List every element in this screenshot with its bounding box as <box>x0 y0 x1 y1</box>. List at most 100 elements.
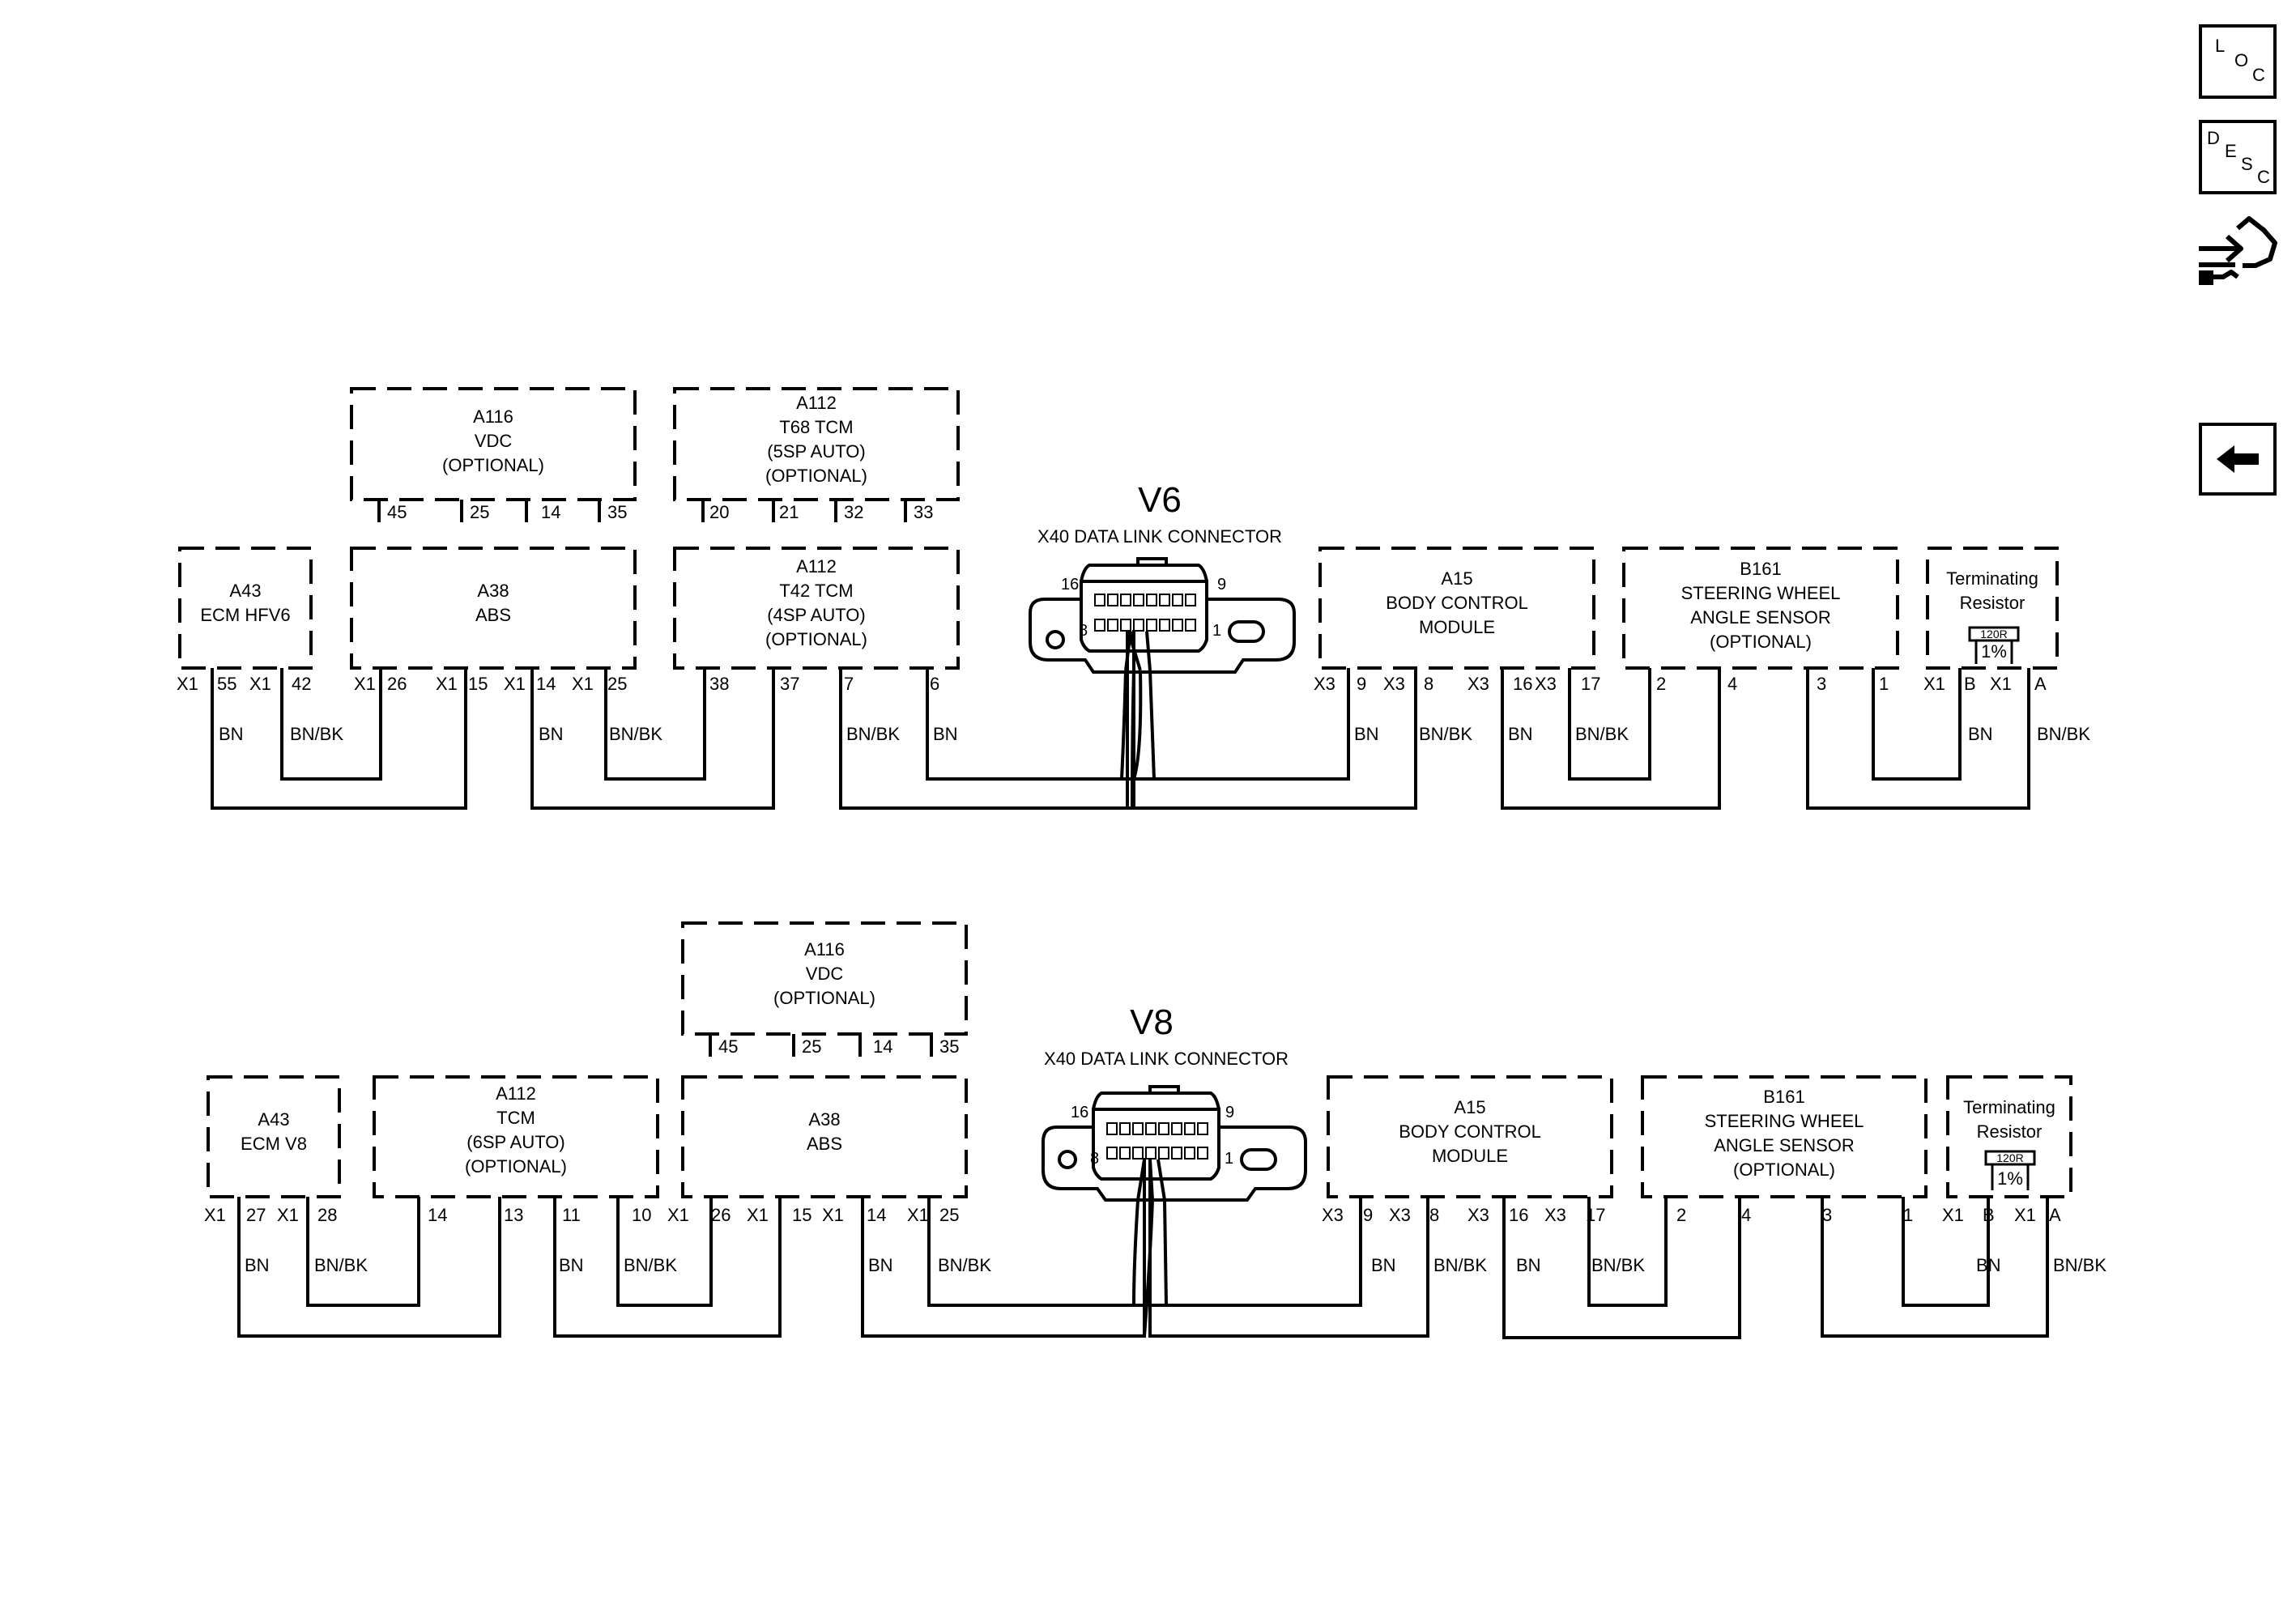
v8-tcm-line2: TCM <box>496 1108 535 1128</box>
v8-a116-pin: 14 <box>873 1036 892 1057</box>
v6-connector-pin-cells <box>1094 594 1196 632</box>
v8-a15-line2: BODY CONTROL <box>1399 1121 1541 1142</box>
v8-pin-label: 4 <box>1741 1205 1751 1225</box>
desc-letter: E <box>2225 141 2237 161</box>
v6-pin-label: X1 <box>177 674 198 694</box>
v6-b161-line4: (OPTIONAL) <box>1710 632 1812 652</box>
v6-pin-label: X1 <box>354 674 376 694</box>
v8-tcm-line4: (OPTIONAL) <box>465 1156 567 1177</box>
v8-a116-line1: A116 <box>804 939 845 960</box>
v6-obd-pin-1: 1 <box>1212 622 1221 640</box>
v6-wire-color-label: BN/BK <box>2037 724 2090 744</box>
v6-pin-label: 38 <box>709 674 729 694</box>
v6-module-boxes <box>178 387 2059 670</box>
v6-t68-line4: (OPTIONAL) <box>765 466 867 486</box>
loc-letter: C <box>2252 65 2265 85</box>
v6-b161-line3: ANGLE SENSOR <box>1690 607 1831 628</box>
v8-wire-color-label: BN <box>1516 1255 1541 1275</box>
v6-b161-line1: B161 <box>1740 559 1781 579</box>
v8-pin-label: 26 <box>711 1205 731 1225</box>
v8-pin-label: X1 <box>747 1205 769 1225</box>
v8-wire-color-label: BN <box>1371 1255 1396 1275</box>
v8-resistor-value: 120R <box>1996 1151 2023 1164</box>
v8-b161-line3: ANGLE SENSOR <box>1714 1135 1855 1155</box>
v8-a116-line2: VDC <box>806 964 844 984</box>
v6-pin-label: 25 <box>607 674 627 694</box>
v6-a116-pin: 25 <box>470 502 489 522</box>
v6-pin-label: 7 <box>844 674 854 694</box>
v6-pin-label: 37 <box>780 674 799 694</box>
v8-b161-line4: (OPTIONAL) <box>1733 1160 1835 1180</box>
v6-a116-line3: (OPTIONAL) <box>442 455 544 475</box>
v8-pin-label: 1 <box>1903 1205 1913 1225</box>
desc-letter: C <box>2257 167 2270 187</box>
v8-pin-label: X1 <box>1942 1205 1964 1225</box>
v8-wire-color-label: BN/BK <box>624 1255 677 1275</box>
v8-pin-label: X1 <box>667 1205 689 1225</box>
v6-wire-color-label: BN/BK <box>290 724 343 744</box>
v8-data-link-connector <box>929 1085 1361 1337</box>
v6-title: V6 <box>1138 480 1182 520</box>
v6-a116-line2: VDC <box>475 431 513 451</box>
v8-pin-stubs <box>709 1034 933 1057</box>
loc-letter: L <box>2215 36 2226 56</box>
v8-tcm-line1: A112 <box>496 1083 536 1104</box>
v8-resistor <box>1984 1150 2036 1190</box>
v8-pin-label: 8 <box>1429 1205 1439 1225</box>
v8-pin-label: 14 <box>867 1205 886 1225</box>
v6-t68-pin: 32 <box>844 502 863 522</box>
v6-t42-line3: (4SP AUTO) <box>767 605 865 625</box>
v8-b161-line1: B161 <box>1763 1087 1804 1107</box>
v6-pin-label: X3 <box>1314 674 1335 694</box>
v6-pin-label: 1 <box>1879 674 1889 694</box>
v8-a43-line2: ECM V8 <box>241 1134 307 1154</box>
v8-pin-label: 15 <box>792 1205 811 1225</box>
v8-pin-label: X3 <box>1467 1205 1489 1225</box>
desc-letter: S <box>2241 154 2253 174</box>
v8-title: V8 <box>1130 1002 1174 1042</box>
description-button[interactable]: D E S C <box>2199 120 2277 194</box>
v6-t42-line4: (OPTIONAL) <box>765 629 867 649</box>
v6-wire-color-label: BN <box>1354 724 1379 744</box>
v8-wire-color-label: BN/BK <box>1591 1255 1645 1275</box>
connector-wrench-icon[interactable] <box>2191 212 2281 303</box>
v6-a116-pin: 14 <box>541 502 560 522</box>
v6-pin-stubs <box>377 500 907 522</box>
v8-pin-label: X3 <box>1322 1205 1344 1225</box>
v8-wire-color-label: BN <box>559 1255 584 1275</box>
v8-tolerance: 1% <box>1997 1168 2023 1189</box>
v8-pin-label: X1 <box>2014 1205 2036 1225</box>
v6-pin-label: 9 <box>1357 674 1366 694</box>
v6-pin-label: A <box>2034 674 2047 694</box>
v6-a43-line2: ECM HFV6 <box>200 605 290 625</box>
v8-connector-label: X40 DATA LINK CONNECTOR <box>1044 1049 1289 1069</box>
v8-connector-pin-cells <box>1106 1122 1208 1160</box>
back-button[interactable] <box>2199 423 2277 496</box>
v6-pin-label: X3 <box>1467 674 1489 694</box>
v8-obd-pin-9: 9 <box>1225 1104 1234 1121</box>
v6-pin-label: 16 <box>1513 674 1532 694</box>
v8-a116-line3: (OPTIONAL) <box>773 988 875 1008</box>
v8-a116-pin: 35 <box>939 1036 959 1057</box>
v8-a116-pin: 45 <box>718 1036 738 1057</box>
v6-a15-line2: BODY CONTROL <box>1386 593 1528 613</box>
v6-wire-color-label: BN <box>539 724 564 744</box>
v8-a43-line1: A43 <box>258 1109 289 1130</box>
v6-wire-color-label: BN <box>933 724 958 744</box>
location-button[interactable]: L O C <box>2199 24 2277 99</box>
v8-wire-color-label: BN/BK <box>2053 1255 2106 1275</box>
v8-pin-label: 11 <box>562 1205 581 1225</box>
v8-pin-label: 17 <box>1586 1205 1605 1225</box>
v6-a116-pin: 45 <box>387 502 407 522</box>
v8-pin-label: 10 <box>632 1205 651 1225</box>
v8-a15-line1: A15 <box>1454 1097 1485 1117</box>
v8-pin-label: 28 <box>317 1205 337 1225</box>
v6-pin-label: X3 <box>1383 674 1405 694</box>
v6-b161-line2: STEERING WHEEL <box>1681 583 1841 603</box>
v8-pin-label: 27 <box>246 1205 266 1225</box>
v6-pin-label: X1 <box>1990 674 2012 694</box>
v8-a38-line2: ABS <box>807 1134 842 1154</box>
v8-pin-label: 25 <box>939 1205 959 1225</box>
v8-pin-label: X1 <box>277 1205 299 1225</box>
loc-letter: O <box>2234 50 2249 70</box>
